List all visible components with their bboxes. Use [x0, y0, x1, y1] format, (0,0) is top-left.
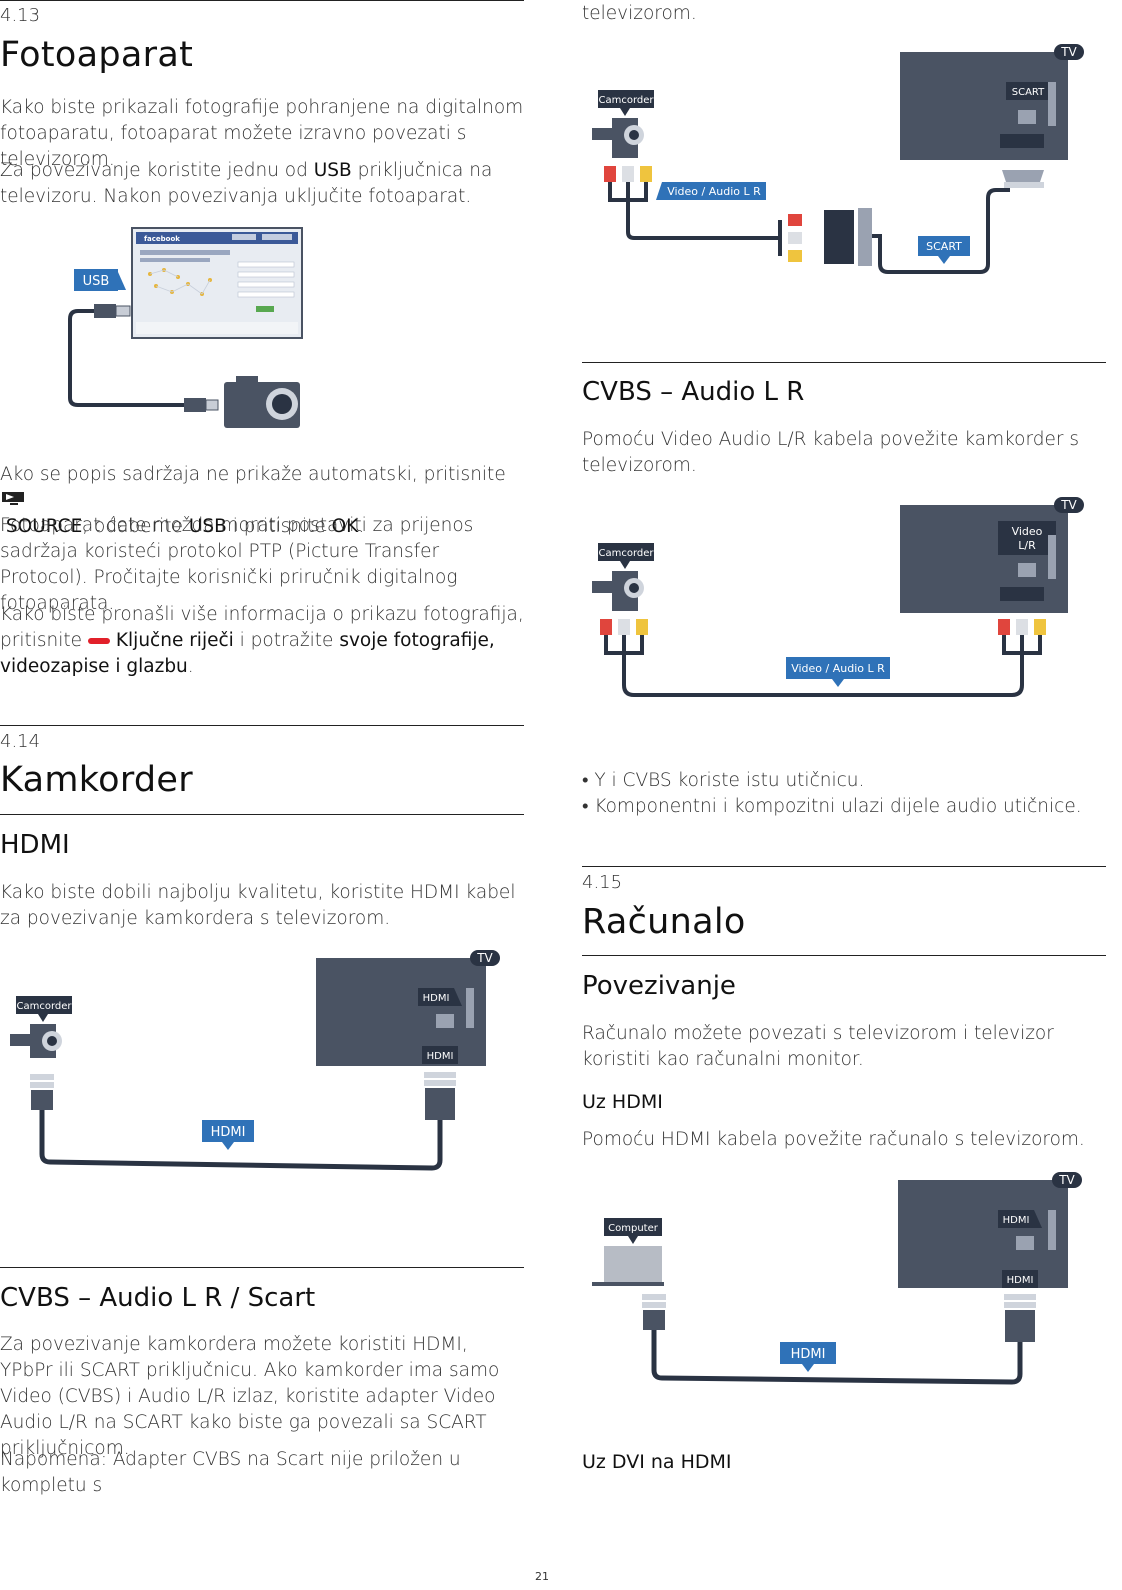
- paragraph: televizorom.: [582, 3, 697, 24]
- page-number: 21: [535, 1570, 549, 1583]
- camera-usb-diagram: facebook USB: [68, 227, 303, 428]
- svg-text:facebook: facebook: [144, 235, 180, 243]
- section-number: 4.14: [0, 731, 41, 752]
- svg-text:TV: TV: [476, 951, 493, 965]
- paragraph: Napomena: Adapter CVBS na Scart nije pri…: [0, 1449, 461, 1496]
- svg-text:TV: TV: [1058, 1173, 1075, 1187]
- paragraph: Kako biste prikazali fotografije pohranj…: [0, 97, 524, 170]
- list-item: Komponentni i kompozitni ulazi dijele au…: [582, 794, 1106, 820]
- section-number: 4.15: [582, 872, 623, 893]
- svg-text:Camcorder: Camcorder: [598, 95, 654, 106]
- svg-text:HDMI: HDMI: [427, 1051, 454, 1062]
- svg-text:TV: TV: [1060, 45, 1077, 59]
- svg-text:Computer: Computer: [608, 1223, 659, 1234]
- paragraph: Fotoaparat ćete možda morati postaviti z…: [0, 515, 474, 614]
- svg-text:USB: USB: [83, 274, 110, 289]
- subsection-divider: [0, 1267, 524, 1268]
- svg-text:SCART: SCART: [1012, 87, 1045, 98]
- section-title: Računalo: [582, 902, 746, 942]
- computer-hdmi-diagram: TV HDMI HDMI Computer HDMI: [592, 1172, 1082, 1385]
- paragraph: Ako se popis sadržaja ne prikaže automat…: [0, 464, 506, 537]
- section-title: Fotoaparat: [0, 35, 194, 75]
- svg-text:Camcorder: Camcorder: [598, 548, 654, 559]
- svg-text:Video / Audio L R: Video / Audio L R: [667, 185, 761, 198]
- svg-text:HDMI: HDMI: [1007, 1275, 1034, 1286]
- svg-text:SCART: SCART: [926, 240, 962, 253]
- paragraph: Za povezivanje koristite jednu od USB pr…: [0, 160, 493, 207]
- subheading: Uz DVI na HDMI: [582, 1451, 732, 1473]
- svg-text:HDMI: HDMI: [211, 1125, 246, 1140]
- svg-text:TV: TV: [1060, 498, 1077, 512]
- camcorder-hdmi-diagram: TV HDMI HDMI Camcorder HDMI: [10, 950, 500, 1171]
- section-divider: [582, 866, 1106, 867]
- paragraph: Za povezivanje kamkordera možete koristi…: [0, 1334, 500, 1459]
- subsection-title: CVBS – Audio L R / Scart: [0, 1283, 316, 1313]
- svg-text:L/R: L/R: [1018, 539, 1036, 552]
- svg-text:Video / Audio L R: Video / Audio L R: [791, 662, 885, 675]
- camcorder-scart-diagram: TV SCART Camcorder Video / Audio L R: [592, 44, 1084, 274]
- paragraph: Kako biste pronašli više informacija o p…: [0, 604, 524, 677]
- svg-text:HDMI: HDMI: [423, 993, 450, 1004]
- section-title: Kamkorder: [0, 760, 193, 800]
- svg-text:HDMI: HDMI: [791, 1347, 826, 1362]
- paragraph: Pomoću HDMI kabela povežite računalo s t…: [582, 1129, 1085, 1150]
- section-number: 4.13: [0, 5, 41, 26]
- paragraph: Računalo možete povezati s televizorom i…: [582, 1023, 1054, 1070]
- subsection-title: Povezivanje: [582, 971, 736, 1001]
- paragraph: Pomoću Video Audio L/R kabela povežite k…: [582, 429, 1079, 476]
- camcorder-cvbs-diagram: TV Video L/R Camcorder Video / Audio L R: [592, 497, 1084, 697]
- bullet-list: Y i CVBS koriste istu utičnicu. Komponen…: [582, 768, 1106, 820]
- list-item: Y i CVBS koriste istu utičnicu.: [582, 768, 1106, 794]
- subsection-title: HDMI: [0, 830, 70, 860]
- source-icon: [0, 488, 26, 514]
- subsection-divider: [582, 362, 1106, 363]
- subsection-divider: [582, 955, 1106, 956]
- section-divider: [0, 0, 524, 1]
- section-divider: [0, 725, 524, 726]
- paragraph: Kako biste dobili najbolju kvalitetu, ko…: [0, 882, 516, 929]
- svg-text:Video: Video: [1012, 525, 1043, 538]
- red-key-icon: [87, 638, 110, 644]
- subsection-divider: [0, 814, 524, 815]
- svg-text:Camcorder: Camcorder: [16, 1001, 72, 1012]
- subheading: Uz HDMI: [582, 1091, 663, 1113]
- svg-text:HDMI: HDMI: [1003, 1215, 1030, 1226]
- subsection-title: CVBS – Audio L R: [582, 377, 805, 407]
